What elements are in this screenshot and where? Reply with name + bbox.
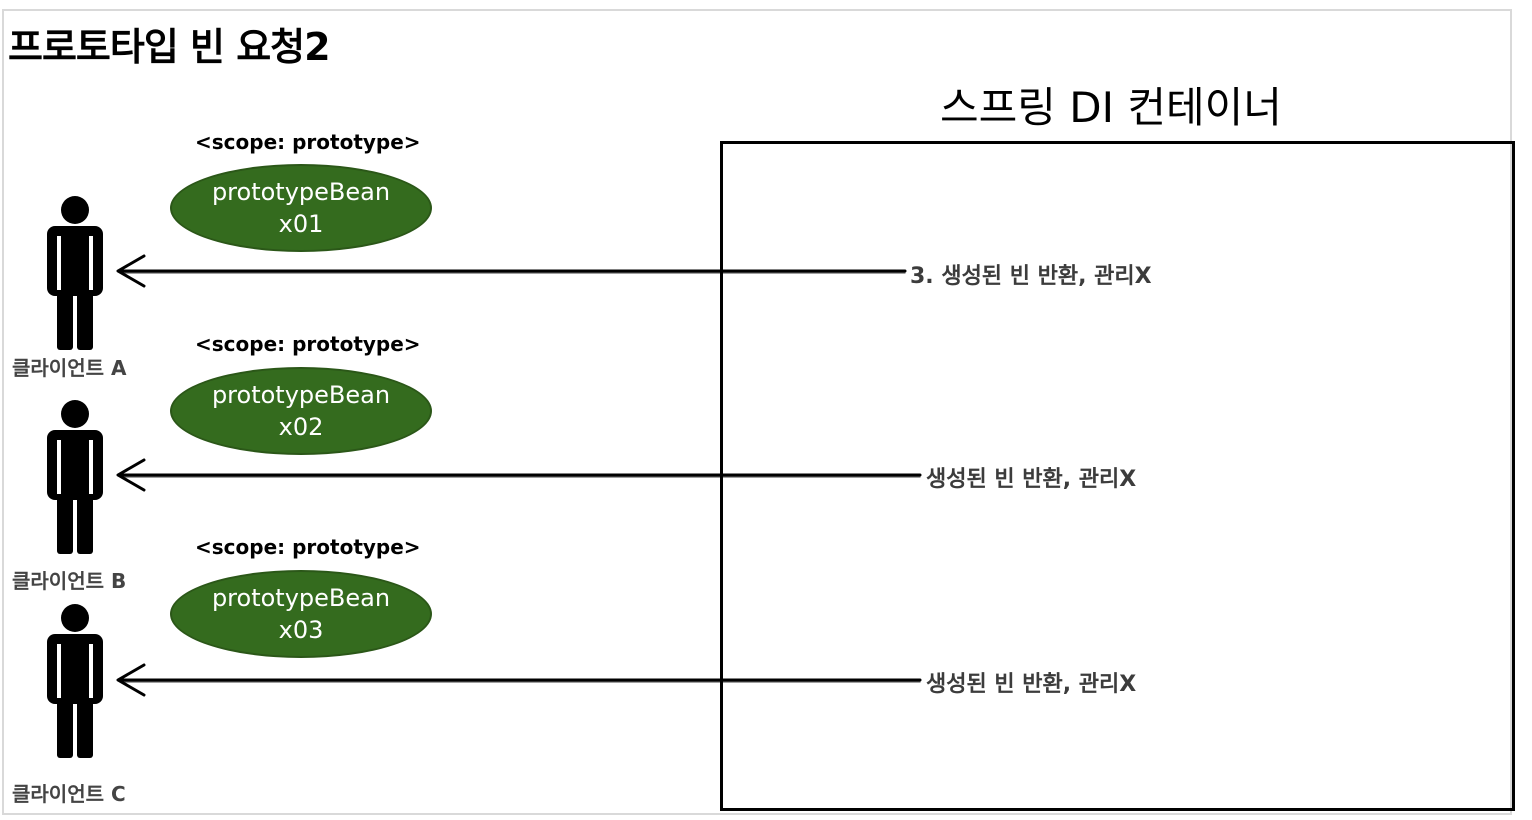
prototype-bean-1: prototypeBean x01 <box>170 164 432 252</box>
client-label-b: 클라이언트 B <box>12 569 127 593</box>
return-message-3: 생성된 빈 반환, 관리X <box>926 672 1137 697</box>
return-arrow-3 <box>116 663 922 697</box>
container-label: 스프링 DI 컨테이너 <box>940 83 1282 132</box>
bean-name-2: prototypeBean <box>211 381 391 409</box>
client-label-a: 클라이언트 A <box>12 356 127 380</box>
bean-name-3: prototypeBean <box>211 584 391 612</box>
diagram-frame <box>2 9 1512 815</box>
client-label-c: 클라이언트 C <box>12 782 126 806</box>
return-arrow-2 <box>116 458 922 492</box>
diagram-title: 프로토타입 빈 요청2 <box>8 25 331 69</box>
scope-label-3: <scope: prototype> <box>195 535 421 559</box>
scope-label-2: <scope: prototype> <box>195 332 421 356</box>
prototype-bean-3: prototypeBean x03 <box>170 570 432 658</box>
return-message-1: 3. 생성된 빈 반환, 관리X <box>910 264 1152 289</box>
person-icon-a <box>47 196 103 350</box>
return-arrow-1 <box>116 254 907 288</box>
prototype-bean-2: prototypeBean x02 <box>170 367 432 455</box>
return-message-2: 생성된 빈 반환, 관리X <box>926 467 1137 492</box>
bean-id-2: x02 <box>278 413 324 441</box>
scope-label-1: <scope: prototype> <box>195 130 421 154</box>
person-icon-b <box>47 400 103 554</box>
bean-id-1: x01 <box>278 210 324 238</box>
bean-name-1: prototypeBean <box>211 178 391 206</box>
bean-id-3: x03 <box>278 616 324 644</box>
person-icon-c <box>47 604 103 758</box>
